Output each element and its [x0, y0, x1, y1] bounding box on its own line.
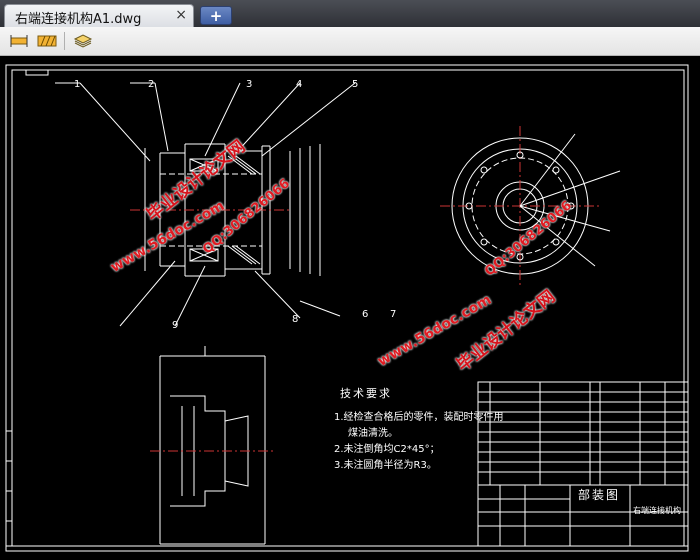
leader-lines [55, 82, 356, 327]
part-number: 1 [74, 79, 81, 90]
tab-title: 右端连接机构A1.dwg [15, 12, 142, 27]
tab-bar: 右端连接机构A1.dwg × + [0, 0, 700, 27]
front-view [440, 126, 621, 286]
layers-icon[interactable] [72, 30, 94, 52]
tech-requirement-line: 2.未注倒角均C2*45°； [334, 444, 440, 455]
part-number: 9 [172, 320, 179, 331]
new-tab-button[interactable]: + [200, 6, 232, 25]
part-number: 8 [292, 314, 299, 325]
section-view [130, 143, 321, 277]
tech-requirements-title: 技术要求 [340, 387, 392, 400]
part-number: 6 [362, 309, 369, 320]
tech-requirement-line: 煤油清洗。 [348, 428, 398, 439]
measure-icon[interactable] [8, 30, 30, 52]
part-number: 3 [246, 79, 253, 90]
part-number: 4 [296, 79, 303, 90]
part-number: 2 [148, 79, 155, 90]
toolbar [0, 27, 700, 56]
tech-requirement-line: 3.未注圆角半径为R3。 [334, 460, 437, 471]
drawing-canvas[interactable]: 1 2 3 4 5 6 7 8 9 技术要求 1.经检查合格后的零件，装配时零件… [0, 56, 700, 560]
part-number: 5 [352, 79, 359, 90]
toolbar-separator [64, 32, 65, 50]
tab-drawing[interactable]: 右端连接机构A1.dwg × [4, 4, 194, 27]
hatch-icon[interactable] [36, 30, 58, 52]
cad-drawing [5, 64, 689, 552]
bottom-view [150, 346, 275, 545]
title-block-title: 部装图 [578, 488, 621, 502]
part-number: 7 [390, 309, 397, 320]
parts-list [477, 381, 689, 486]
title-block-name: 右端连接机构 [633, 506, 681, 515]
tech-requirement-line: 1.经检查合格后的零件，装配时零件用 [334, 412, 504, 423]
close-icon[interactable]: × [175, 7, 187, 23]
title-block [477, 484, 689, 547]
